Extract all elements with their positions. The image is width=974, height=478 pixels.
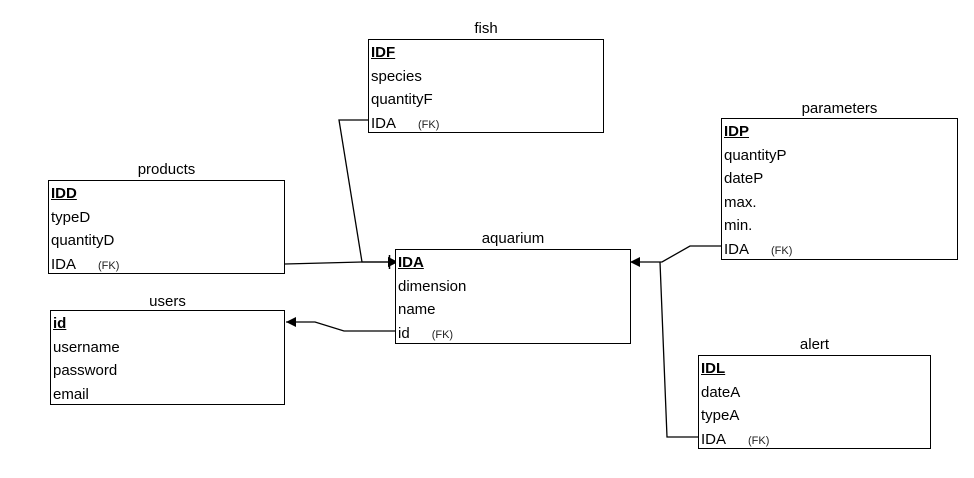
- primary-key-field: IDP: [724, 123, 750, 140]
- relationship-alert-aquarium: [659, 261, 699, 438]
- relationship-products-aquarium: [284, 257, 398, 267]
- entity-title: alert: [799, 336, 830, 353]
- entity-box: id username password email: [50, 310, 285, 405]
- entity-box: IDL dateA typeA IDA (FK): [698, 355, 931, 449]
- field-quantityP: quantityP: [724, 146, 787, 164]
- entity-alert[interactable]: alert IDL dateA typeA IDA (FK): [698, 336, 931, 449]
- entity-aquarium[interactable]: aquarium IDA dimension name id (FK): [395, 230, 631, 344]
- field-username: username: [53, 338, 120, 356]
- field-typeA: typeA: [701, 407, 740, 424]
- primary-key-field: IDD: [51, 185, 77, 202]
- primary-key-field: IDF: [371, 44, 396, 61]
- field-dateP: dateP: [724, 170, 764, 187]
- fk-tag: (FK): [748, 434, 770, 447]
- foreign-key-field: IDA (FK): [724, 238, 957, 262]
- fk-tag: (FK): [771, 244, 793, 257]
- field-min: min.: [724, 217, 753, 234]
- field-dimension: dimension: [398, 277, 467, 295]
- entity-title: users: [149, 293, 186, 310]
- entity-title: aquarium: [481, 230, 545, 247]
- relationship-parameters-aquarium: [630, 245, 723, 267]
- relationship-aquarium-users: [286, 317, 398, 332]
- fk-tag: (FK): [418, 118, 440, 131]
- entity-products[interactable]: products IDD typeD quantityD IDA (FK): [48, 161, 285, 274]
- field-quantityD: quantityD: [51, 232, 115, 249]
- foreign-key-field: IDA (FK): [51, 253, 284, 277]
- field-species: species: [371, 67, 422, 85]
- entity-users[interactable]: users id username password email: [50, 293, 285, 405]
- fk-tag: (FK): [98, 259, 120, 272]
- field-dateA: dateA: [701, 383, 741, 401]
- entity-box: IDD typeD quantityD IDA (FK): [48, 180, 285, 274]
- field-quantityF: quantityF: [371, 91, 433, 108]
- field-name: name: [398, 301, 436, 318]
- foreign-key-field: IDA (FK): [701, 428, 930, 452]
- relationship-fish-aquarium: [338, 119, 398, 267]
- field-password: password: [53, 362, 118, 379]
- primary-key-field: id: [53, 315, 67, 332]
- entity-fish[interactable]: fish IDF species quantityF IDA (FK): [368, 20, 604, 133]
- entity-box: IDF species quantityF IDA (FK): [368, 39, 604, 133]
- primary-key-field: IDL: [701, 360, 726, 377]
- entity-parameters[interactable]: parameters IDP quantityP dateP max. min.…: [721, 100, 958, 260]
- field-typeD: typeD: [51, 208, 91, 226]
- primary-key-field: IDA: [398, 254, 424, 271]
- field-max: max.: [724, 193, 757, 211]
- entity-title: products: [137, 161, 196, 178]
- foreign-key-field: id (FK): [398, 322, 630, 346]
- entity-title: fish: [474, 20, 498, 37]
- entity-title: parameters: [801, 100, 878, 117]
- field-email: email: [53, 385, 89, 403]
- foreign-key-field: IDA (FK): [371, 112, 603, 136]
- fk-tag: (FK): [431, 328, 454, 341]
- entity-box: IDA dimension name id (FK): [395, 249, 631, 344]
- entity-box: IDP quantityP dateP max. min. IDA (FK): [721, 118, 958, 260]
